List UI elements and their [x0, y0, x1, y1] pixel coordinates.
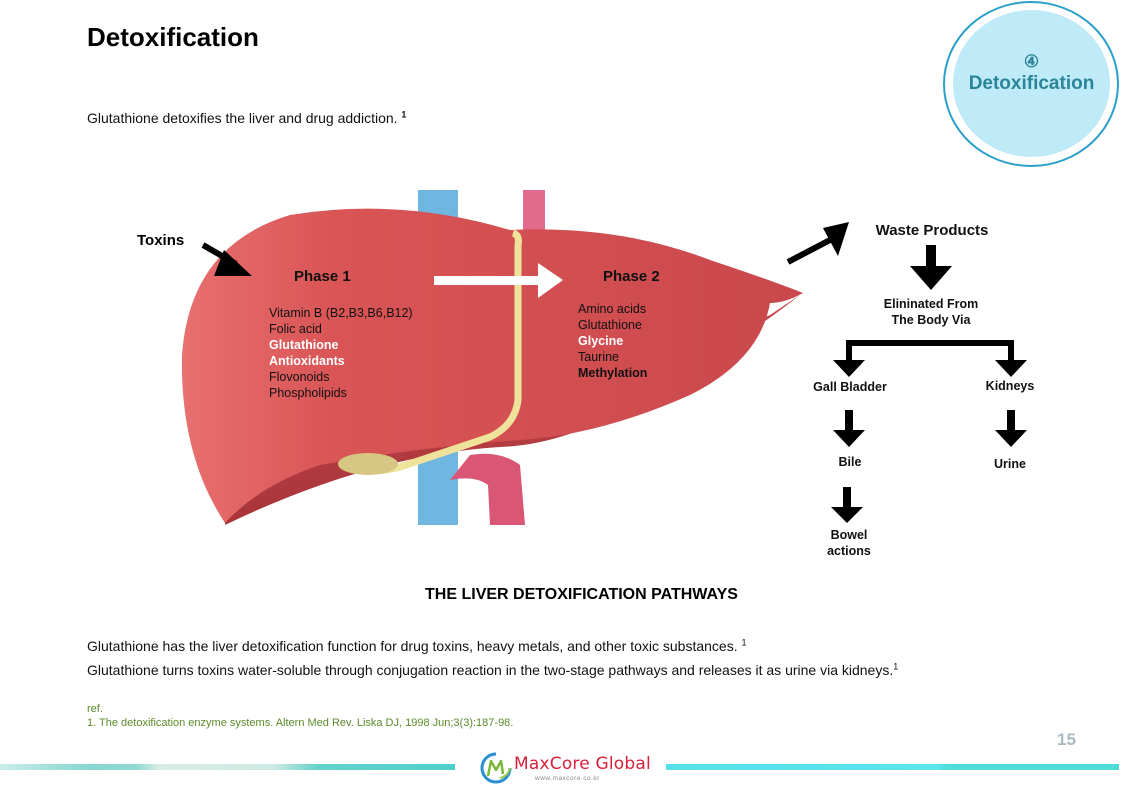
intro-reference-marker: 1 [401, 109, 407, 120]
pink-vessel-lower [450, 453, 525, 525]
eliminated-line2: The Body Via [891, 313, 971, 327]
phase1-item: Antioxidants [269, 354, 345, 368]
phase1-item: Flovonoids [269, 370, 330, 384]
body-line: Glutathione has the liver detoxification… [87, 634, 898, 658]
reference-marker: 1 [741, 637, 747, 648]
bowel-actions-label: Bowel actions [810, 527, 888, 559]
eliminated-label: Elininated From The Body Via [868, 296, 994, 328]
gall-bladder-label: Gall Bladder [813, 380, 887, 394]
logo-text: MaxCore Global [514, 754, 651, 774]
waste-products-label: Waste Products [875, 222, 989, 239]
liver-body [181, 208, 803, 523]
phase2-list: Amino acids Glutathione Glycine Taurine … [578, 301, 647, 381]
branch-connector-icon [833, 340, 1027, 377]
down-arrow-icon [995, 410, 1027, 447]
references: ref. 1. The detoxification enzyme system… [87, 702, 513, 730]
gall-bladder [338, 453, 398, 475]
kidneys-label: Kidneys [985, 379, 1035, 393]
phase2-item: Taurine [578, 350, 619, 364]
page-number: 15 [1057, 730, 1076, 749]
intro-text: Glutathione detoxifies the liver and dru… [87, 110, 406, 126]
phase1-item: Folic acid [269, 322, 322, 336]
bile-label: Bile [838, 455, 862, 469]
bowel-line2: actions [827, 544, 871, 558]
phase2-item: Glutathione [578, 318, 642, 332]
diagram-caption: THE LIVER DETOXIFICATION PATHWAYS [425, 586, 738, 603]
body-line1-text: Glutathione has the liver detoxification… [87, 638, 738, 654]
phase1-item: Phospholipids [269, 386, 347, 400]
section-badge [953, 10, 1110, 157]
reference-marker: 1 [893, 661, 899, 672]
section-badge-label: Detoxification [968, 73, 1095, 94]
logo-url: www.maxcore.co.kr [535, 775, 600, 782]
phase2-item: Methylation [578, 366, 648, 380]
phase1-title: Phase 1 [294, 268, 351, 285]
section-badge-number: ④ [1023, 52, 1040, 71]
body-line2-text: Glutathione turns toxins water-soluble t… [87, 662, 894, 678]
phase1-item: Glutathione [269, 338, 339, 352]
footer-band-right [666, 764, 1119, 770]
eliminated-line1: Elininated From [883, 297, 979, 311]
down-arrow-icon [910, 245, 952, 290]
reference-item: 1. The detoxification enzyme systems. Al… [87, 717, 514, 729]
phase1-list: Vitamin B (B2,B3,B6,B12) Folic acid Glut… [269, 305, 413, 401]
phase2-title: Phase 2 [603, 268, 660, 285]
phase2-item: Amino acids [578, 302, 647, 316]
body-text: Glutathione has the liver detoxification… [87, 634, 898, 682]
down-arrow-icon [833, 410, 865, 447]
bowel-line1: Bowel [830, 528, 868, 542]
phase1-item: Vitamin B (B2,B3,B6,B12) [269, 306, 413, 320]
footer-band-left [0, 764, 455, 770]
maxcore-logo-icon [480, 752, 512, 784]
urine-label: Urine [994, 457, 1026, 471]
page-title: Detoxification [87, 22, 259, 52]
down-arrow-icon [831, 487, 863, 523]
phase2-item: Glycine [578, 334, 624, 348]
liver-illustration [181, 190, 803, 525]
toxins-label: Toxins [137, 232, 185, 249]
references-heading: ref. [87, 703, 103, 715]
body-line: Glutathione turns toxins water-soluble t… [87, 658, 898, 682]
intro-sentence: Glutathione detoxifies the liver and dru… [87, 110, 398, 126]
